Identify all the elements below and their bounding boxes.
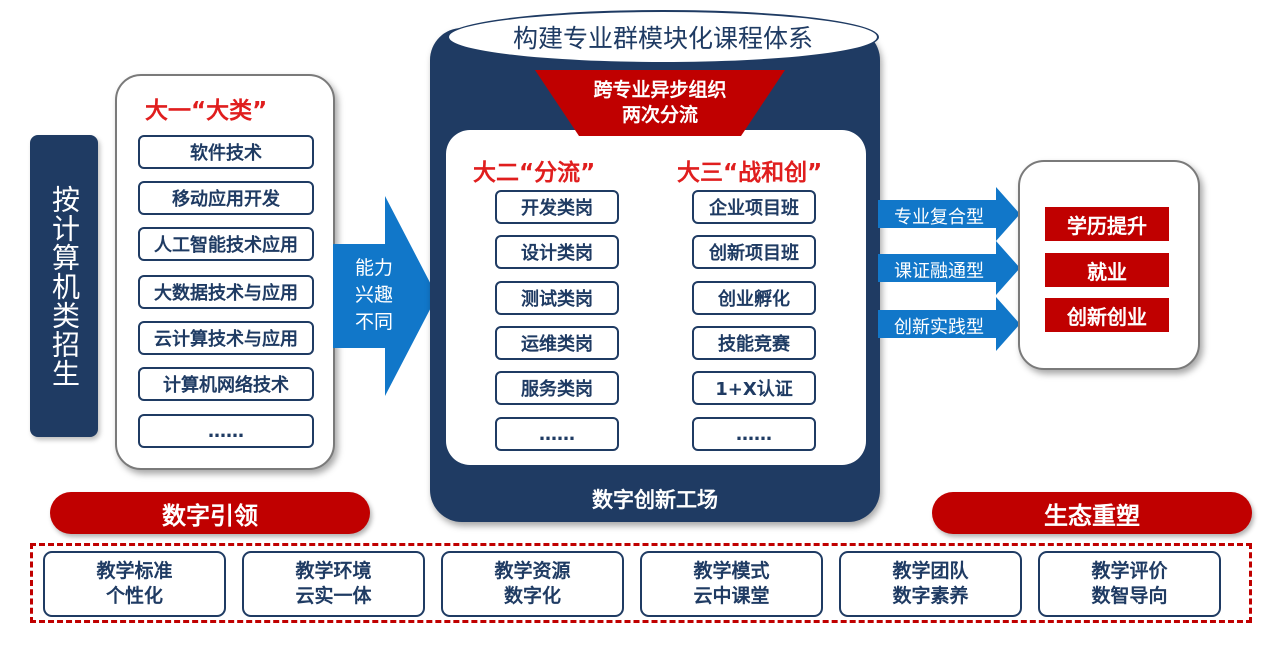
- year2-item: 运维类岗: [495, 326, 619, 360]
- year1-item: 计算机网络技术: [138, 367, 314, 401]
- outcome-item: 就业: [1045, 253, 1169, 287]
- diversion-banner-text: 跨专业异步组织 两次分流: [593, 79, 727, 126]
- workshop-label: 数字创新工场: [592, 488, 718, 512]
- year1-item: 云计算技术与应用: [138, 321, 314, 355]
- year2-item: 服务类岗: [495, 371, 619, 405]
- year1-item: 人工智能技术应用: [138, 227, 314, 261]
- path-arrow: [878, 187, 1020, 241]
- year1-item: 移动应用开发: [138, 181, 314, 215]
- year2-item: 设计类岗: [495, 235, 619, 269]
- year3-item: 企业项目班: [692, 190, 816, 224]
- curriculum-system-title: 构建专业群模块化课程体系: [447, 10, 879, 64]
- year3-item: ……: [692, 417, 816, 451]
- year3-item: 1+X认证: [692, 371, 816, 405]
- path-arrow: [878, 297, 1020, 351]
- year1-item: 大数据技术与应用: [138, 275, 314, 309]
- teaching-item: 教学标准个性化: [43, 551, 226, 617]
- year1-item: ……: [138, 414, 314, 448]
- path-label: 创新实践型: [894, 317, 984, 338]
- year2-title: 大二“分流”: [473, 160, 596, 186]
- year3-item: 创新项目班: [692, 235, 816, 269]
- diversion-banner: [535, 70, 785, 136]
- path-arrow: [878, 241, 1020, 295]
- ability-arrow: [333, 196, 437, 396]
- year2-item: 测试类岗: [495, 281, 619, 315]
- ecosystem-banner: 生态重塑: [932, 492, 1252, 534]
- path-label: 专业复合型: [894, 207, 984, 228]
- year1-item: 软件技术: [138, 135, 314, 169]
- year1-panel: [115, 74, 335, 470]
- teaching-item: 教学评价数智导向: [1038, 551, 1221, 617]
- year3-item: 技能竞赛: [692, 326, 816, 360]
- year3-item: 创业孵化: [692, 281, 816, 315]
- outcome-item: 学历提升: [1045, 207, 1169, 241]
- teaching-item: 教学团队数字素养: [839, 551, 1022, 617]
- year1-title: 大一“大类”: [145, 98, 268, 124]
- enrollment-bar: 按计算机类招生: [30, 135, 98, 437]
- enrollment-label: 按计算机类招生: [48, 184, 81, 388]
- teaching-item: 教学资源数字化: [441, 551, 624, 617]
- year2-item: 开发类岗: [495, 190, 619, 224]
- teaching-item: 教学环境云实一体: [242, 551, 425, 617]
- teaching-elements-box: [30, 543, 1252, 623]
- outcome-item: 创新创业: [1045, 298, 1169, 332]
- digital-lead-banner: 数字引领: [50, 492, 370, 534]
- teaching-item: 教学模式云中课堂: [640, 551, 823, 617]
- path-label: 课证融通型: [894, 261, 984, 282]
- year3-title: 大三“战和创”: [677, 160, 823, 186]
- ability-arrow-text: 能力 兴趣 不同: [354, 257, 393, 333]
- year2-item: ……: [495, 417, 619, 451]
